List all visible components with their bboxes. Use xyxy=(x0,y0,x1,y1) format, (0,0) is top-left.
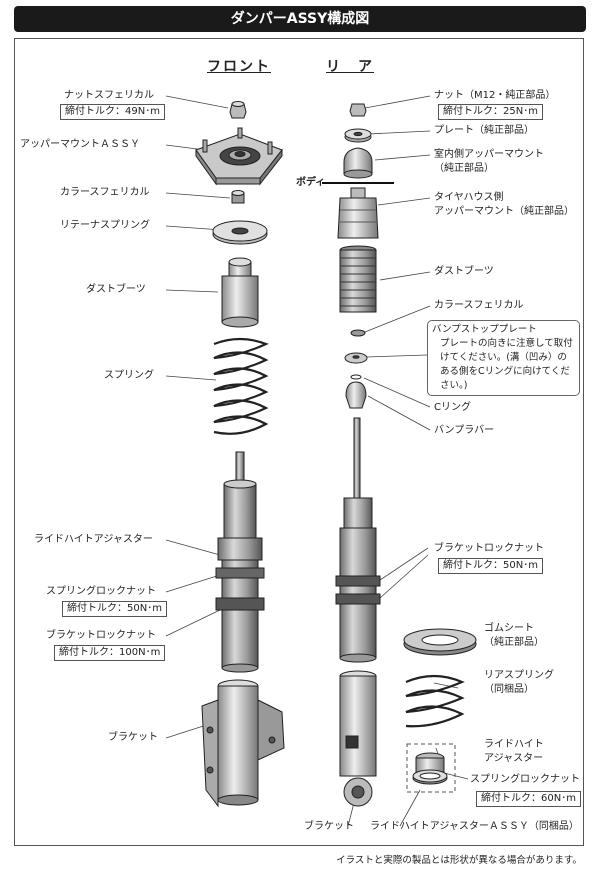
rear-bracket-lock-torque: 締付トルク：50N･m xyxy=(438,558,543,574)
rear-spring xyxy=(405,674,465,728)
rear-bracket xyxy=(339,670,377,807)
rear-spring-label-2: （同梱品） xyxy=(484,684,534,695)
front-header: フロント xyxy=(207,59,271,75)
rear-tire-mount xyxy=(337,187,379,239)
bump-stop-plate-note: バンプストッププレート プレートの向きに注意して取付 けてください。(溝（凹み）… xyxy=(427,320,580,396)
front-spring xyxy=(213,337,269,435)
rear-tire-mount-label: タイヤハウス側 xyxy=(434,192,504,203)
ride-height-assy-box xyxy=(406,743,456,793)
rear-cabin-mount-label-2: （純正部品） xyxy=(434,163,494,174)
rear-nut-torque: 締付トルク：25N･m xyxy=(438,104,543,120)
front-leader-lines xyxy=(165,95,231,739)
rear-ride-height-label: ライドハイト xyxy=(484,739,544,750)
rear-rubber-seat xyxy=(403,628,477,656)
rear-ride-height-label-2: アジャスター xyxy=(484,753,544,764)
front-collar xyxy=(231,190,245,204)
rear-c-ring xyxy=(350,374,362,380)
page-title: ダンパーASSY構成図 xyxy=(14,6,586,32)
bump-note-line-4: さい。) xyxy=(440,380,468,391)
rear-bump-rubber xyxy=(345,381,367,409)
front-retainer xyxy=(212,220,268,245)
rear-bracket-lock-label: ブラケットロックナット xyxy=(434,543,544,554)
rear-plate-label: プレート（純正部品） xyxy=(434,125,534,136)
rear-spring-label: リアスプリング xyxy=(484,670,554,681)
front-damper-body xyxy=(215,451,265,673)
rear-cabin-mount xyxy=(343,147,373,179)
rear-tire-mount-label-2: アッパーマウント（純正部品） xyxy=(434,206,574,217)
rear-collar-label: カラースフェリカル xyxy=(434,300,524,311)
rear-bracket-label: ブラケット xyxy=(304,821,354,832)
rear-cabin-mount-label: 室内側アッパーマウント xyxy=(434,149,544,160)
front-collar-label: カラースフェリカル xyxy=(60,187,150,198)
front-bracket-lock-torque: 締付トルク：100N･m xyxy=(54,645,166,661)
front-upper-mount-label: アッパーマウントＡＳＳＹ xyxy=(20,139,140,150)
rear-plate xyxy=(344,128,372,143)
rear-c-ring-label: Cリング xyxy=(434,402,471,413)
front-nut-label: ナットスフェリカル xyxy=(64,90,154,101)
front-bracket-lock-label: ブラケットロックナット xyxy=(46,630,156,641)
rear-ride-height-adjuster xyxy=(412,752,448,785)
front-spring-label: スプリング xyxy=(104,370,154,381)
diagram-frame xyxy=(14,38,584,846)
rear-leader-lines xyxy=(347,95,469,827)
front-bracket xyxy=(201,679,285,808)
rear-ride-height-assy-label: ライドハイトアジャスターＡＳＳＹ（同梱品） xyxy=(370,821,579,832)
rear-bump-rubber-label: バンプラバー xyxy=(434,425,495,436)
bump-note-line-3: ある側をCリングに向けてくだ xyxy=(440,366,570,377)
front-dust-boot-label: ダストブーツ xyxy=(86,284,146,295)
front-upper-mount xyxy=(195,127,283,186)
bump-note-line-2: けてください。(溝（凹み）の xyxy=(440,352,567,363)
rear-nut-label: ナット（M12・純正部品） xyxy=(434,90,556,101)
rear-dust-boot xyxy=(339,245,377,313)
rear-rubber-seat-label: ゴムシート xyxy=(484,623,534,634)
front-spring-lock-torque: 締付トルク：50N･m xyxy=(62,601,167,617)
front-nut-torque: 締付トルク：49N･m xyxy=(60,104,165,120)
front-dust-boot xyxy=(221,257,259,328)
rear-rubber-seat-label-2: （純正部品） xyxy=(484,637,544,648)
bump-plate-label: バンプストッププレート xyxy=(432,324,537,335)
body-label: ボディ xyxy=(296,177,326,188)
rear-collar xyxy=(350,329,366,337)
rear-bump-plate xyxy=(344,352,368,364)
front-nut xyxy=(229,101,247,119)
rear-spring-lock-label: スプリングロックナット xyxy=(470,774,580,785)
rear-header: リ ア xyxy=(326,59,374,75)
footer-note: イラストと実際の製品とは形状が異なる場合があります。 xyxy=(336,855,582,866)
rear-damper-body xyxy=(335,417,381,663)
front-ride-height-label: ライドハイトアジャスター xyxy=(34,534,153,545)
rear-spring-lock-torque: 締付トルク：60N･m xyxy=(476,791,581,807)
front-retainer-label: リテーナスプリング xyxy=(60,220,150,231)
front-bracket-label: ブラケット xyxy=(108,732,158,743)
front-spring-lock-label: スプリングロックナット xyxy=(46,586,156,597)
rear-dust-boot-label: ダストブーツ xyxy=(434,266,494,277)
rear-nut xyxy=(349,103,367,117)
bump-note-line-1: プレートの向きに注意して取付 xyxy=(440,338,573,349)
